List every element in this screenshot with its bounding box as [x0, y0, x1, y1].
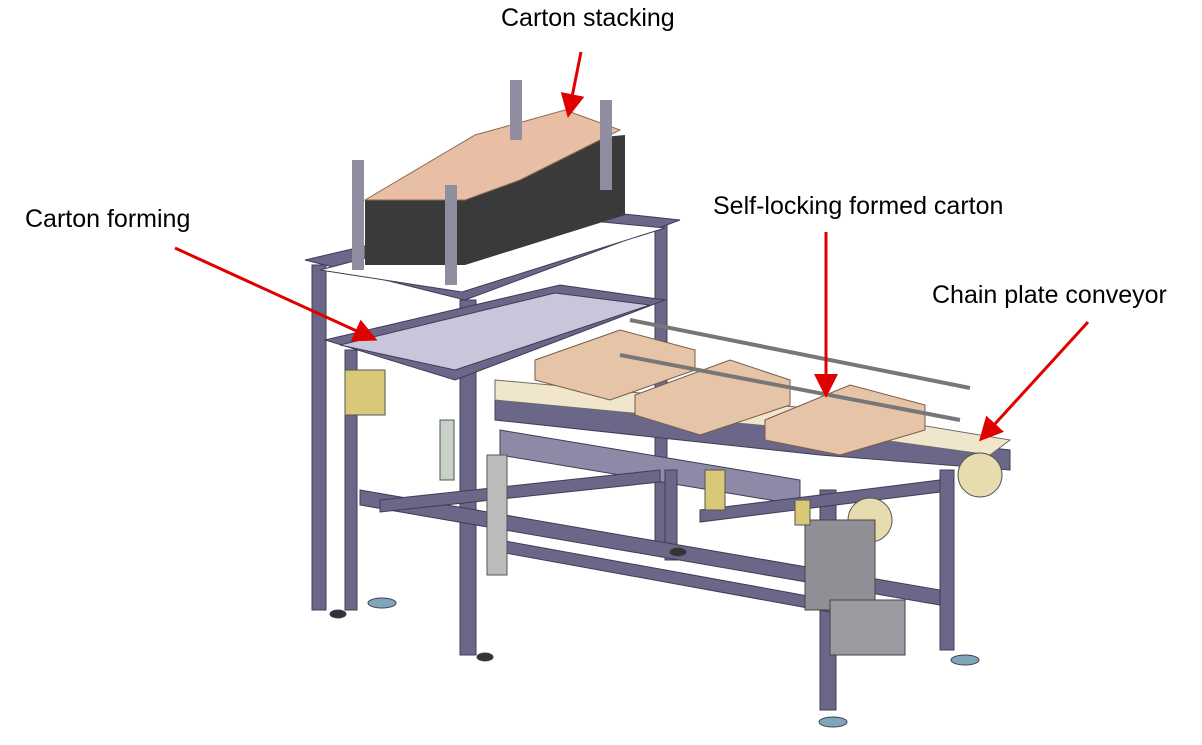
- label-carton-forming: Carton forming: [25, 205, 191, 233]
- formed-cartons: [534, 329, 926, 456]
- label-carton-stacking: Carton stacking: [501, 4, 675, 32]
- arrow-chain-conveyor: [978, 320, 1090, 442]
- carton-stack: [352, 80, 625, 285]
- label-self-locking-formed-carton: Self-locking formed carton: [713, 192, 1004, 220]
- label-chain-plate-conveyor: Chain plate conveyor: [932, 281, 1167, 309]
- arrow-carton-stacking: [560, 51, 585, 118]
- arrow-carton-forming: [174, 246, 378, 342]
- motor: [804, 519, 876, 611]
